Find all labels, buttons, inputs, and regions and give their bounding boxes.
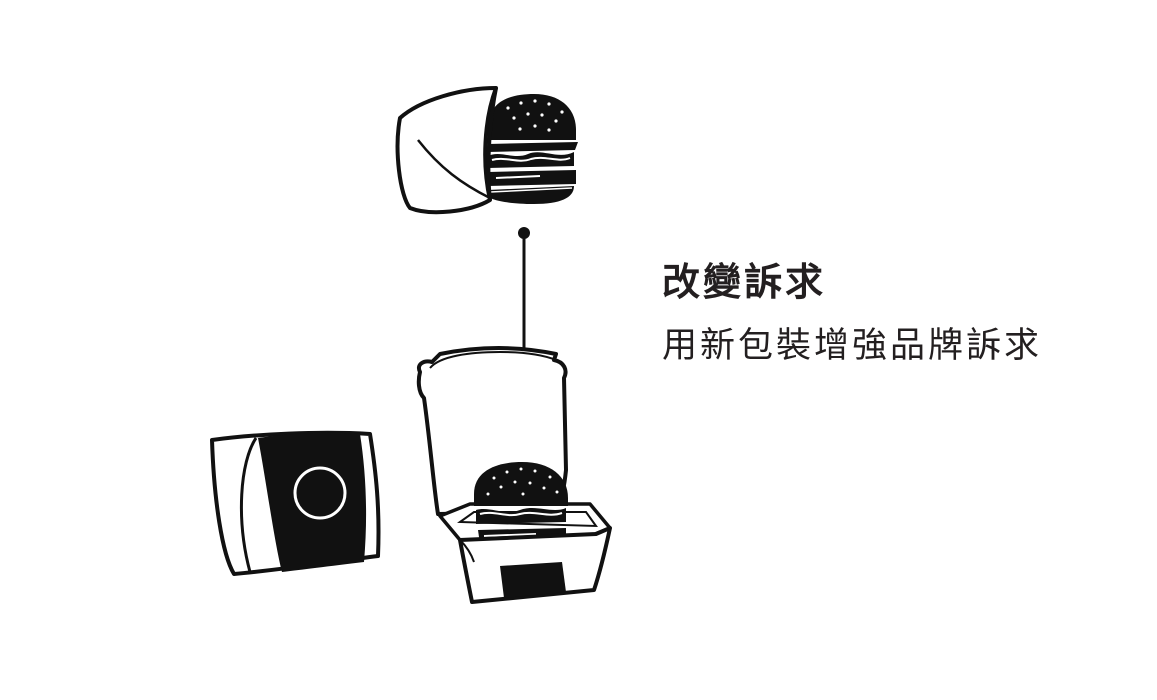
open-burger-box-icon bbox=[416, 346, 612, 604]
headline: 改變訴求 bbox=[662, 260, 827, 304]
burger-in-wrapper-icon bbox=[395, 86, 578, 215]
subline: 用新包裝增強品牌訴求 bbox=[662, 326, 1043, 366]
closed-burger-box-icon bbox=[210, 430, 381, 576]
brand-circle-mark bbox=[293, 466, 347, 520]
